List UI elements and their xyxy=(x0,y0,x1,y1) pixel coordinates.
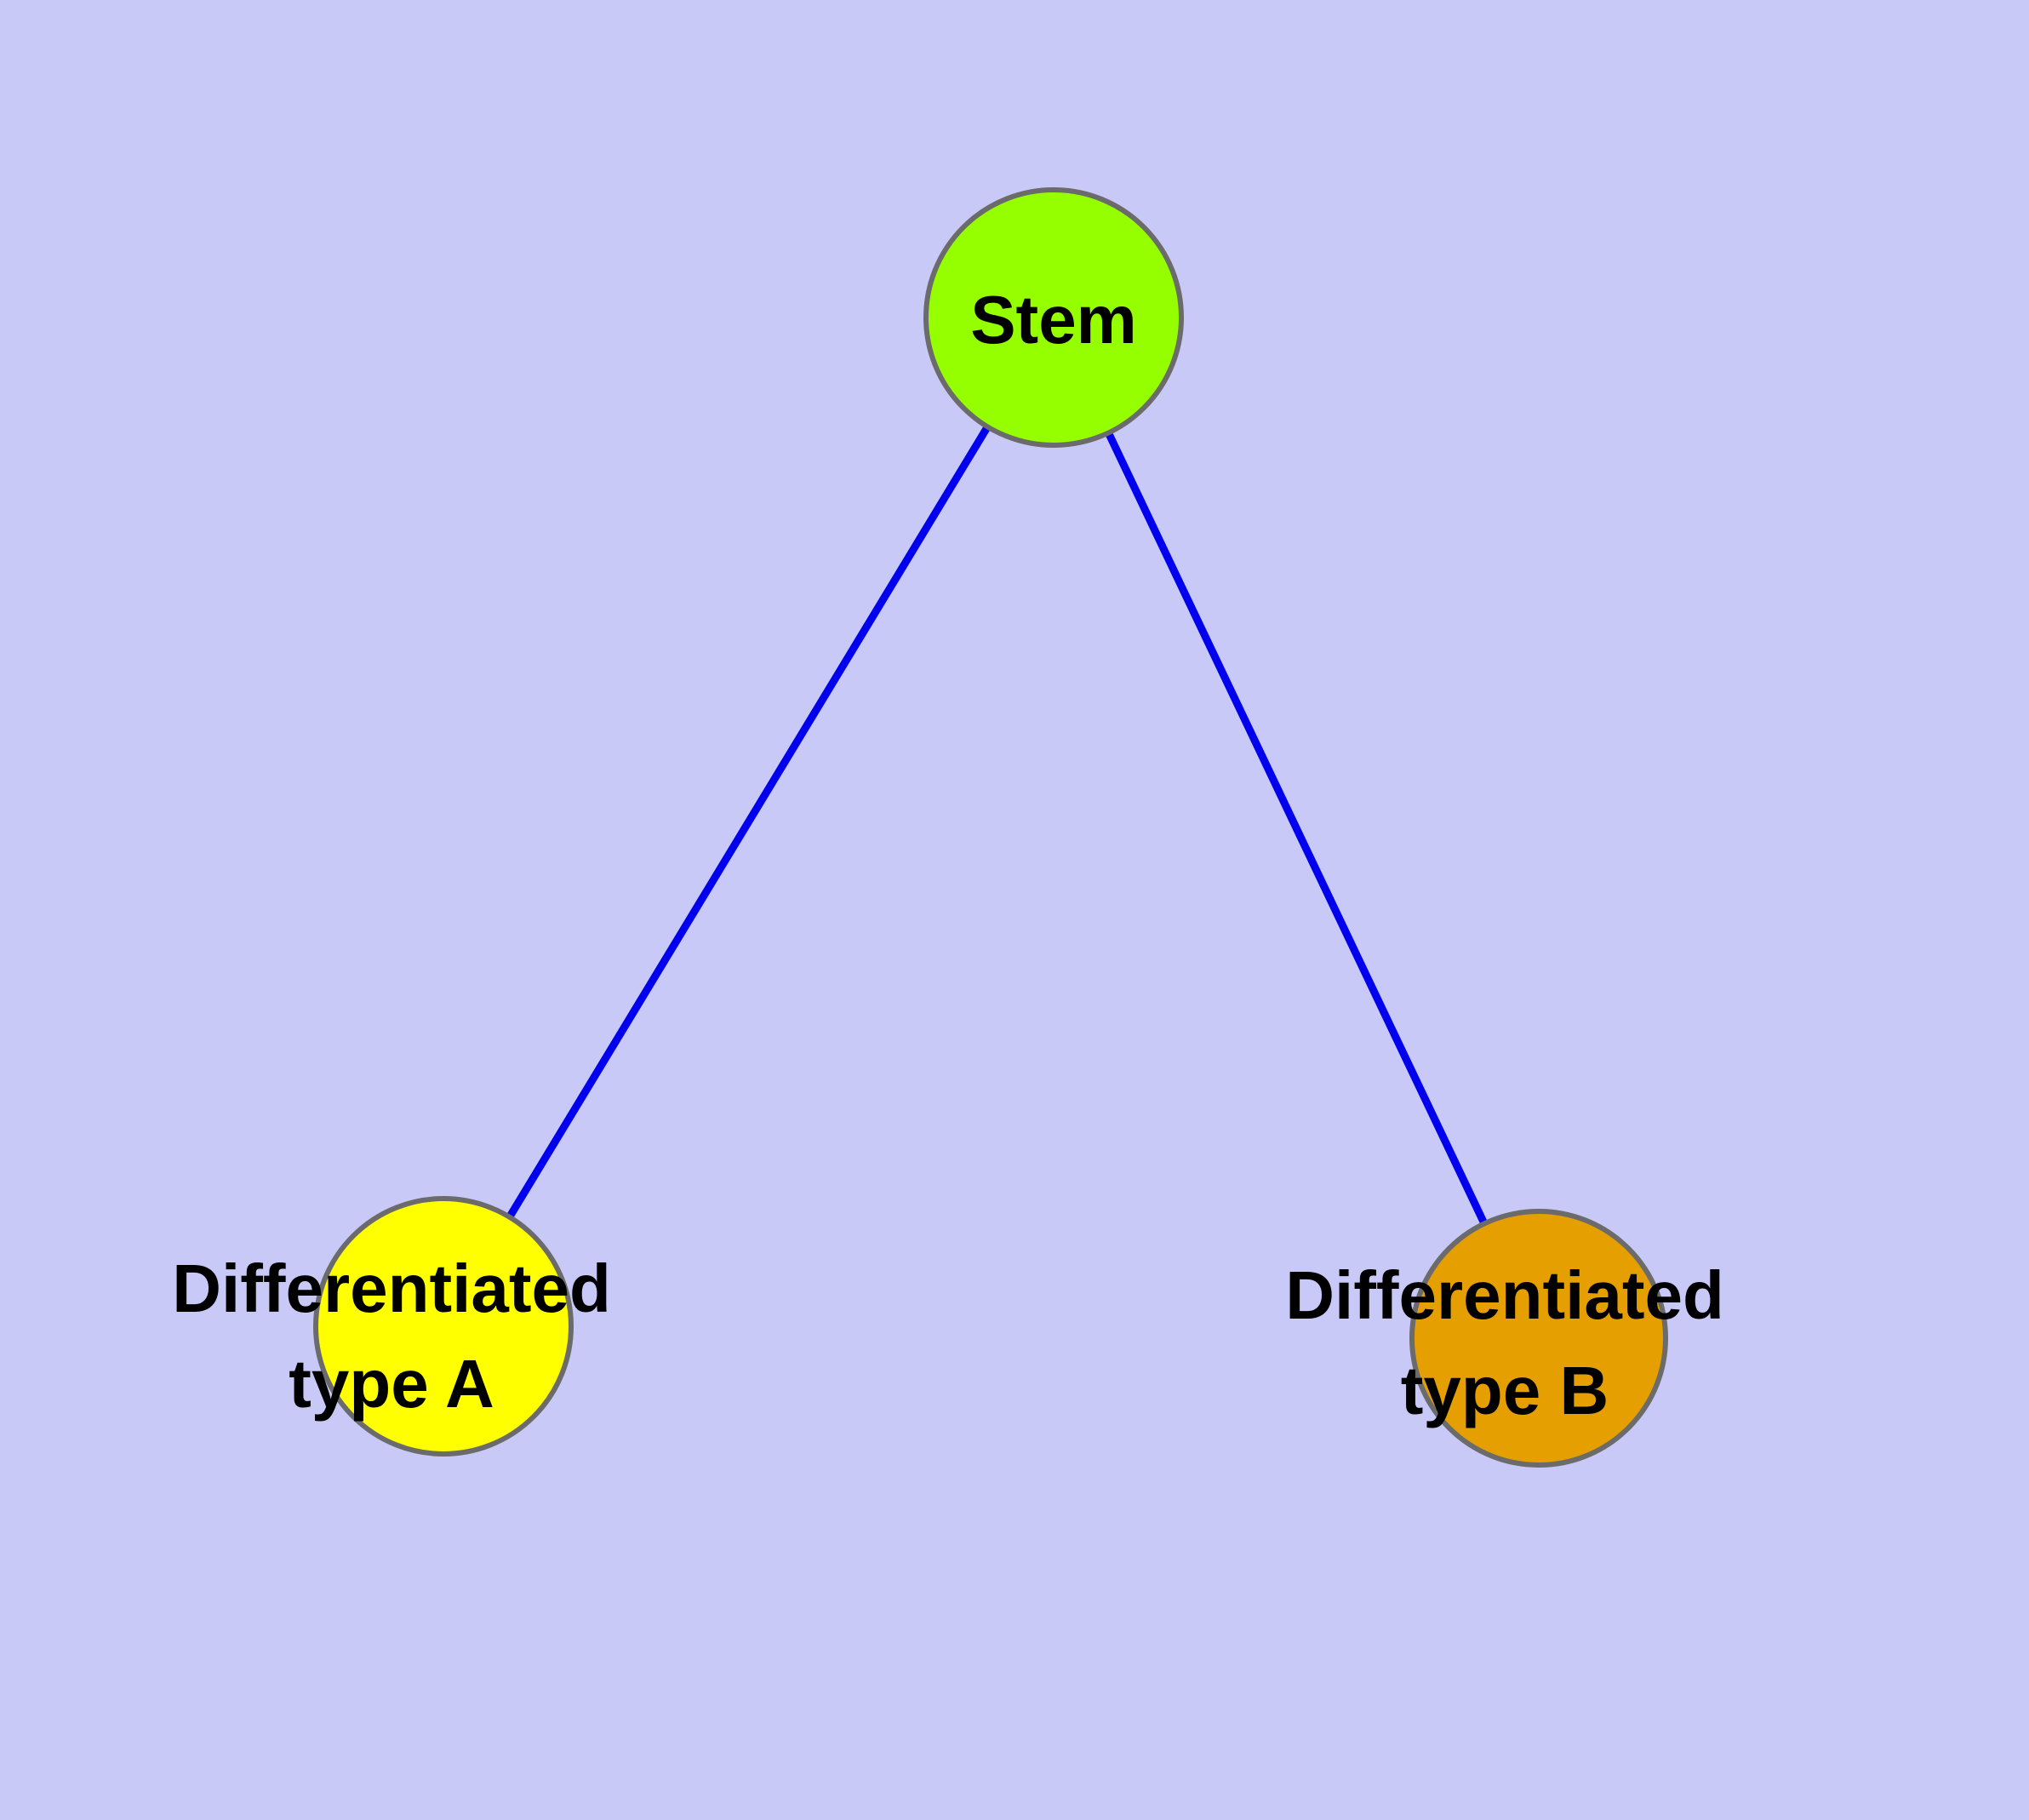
node-differentiated-type-a-circle xyxy=(313,1196,574,1457)
edge-stem-to-type-a xyxy=(440,315,1057,1329)
edge-stem-to-type-b xyxy=(1049,316,1543,1340)
node-differentiated-type-b-circle xyxy=(1409,1209,1668,1468)
node-stem-circle xyxy=(923,187,1184,448)
